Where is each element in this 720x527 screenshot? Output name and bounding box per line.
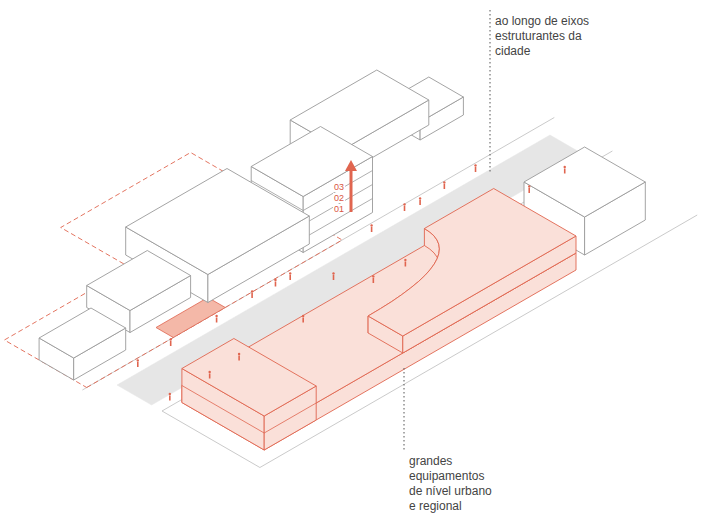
facility-floor-line	[182, 386, 316, 434]
pedestrian	[251, 293, 253, 298]
pedestrian	[405, 262, 407, 267]
pedestrian-head	[403, 203, 405, 205]
pedestrian	[419, 200, 421, 205]
pedestrian	[333, 275, 335, 280]
pedestrian	[216, 318, 218, 323]
pedestrian-head	[169, 338, 171, 340]
building-roof	[87, 251, 191, 311]
leader-line	[404, 368, 405, 450]
building-roof	[39, 308, 126, 358]
pedestrian-head	[169, 393, 171, 395]
pedestrian	[444, 184, 446, 189]
pedestrian-head	[443, 181, 445, 183]
floor-number: 03	[333, 182, 345, 192]
arrow-head	[345, 160, 357, 171]
leader-line	[490, 10, 491, 172]
pedestrian	[209, 374, 211, 379]
pedestrian	[169, 396, 171, 401]
pedestrian-head	[332, 272, 334, 274]
pedestrian	[289, 275, 291, 280]
pedestrian-head	[238, 353, 240, 355]
pedestrian-head	[528, 185, 530, 187]
pedestrian	[275, 282, 277, 287]
pedestrian	[302, 318, 304, 323]
pedestrian-head	[372, 275, 374, 277]
pedestrian-head	[419, 197, 421, 199]
callout-note: grandes equipamentos de nível urbano e r…	[409, 454, 501, 514]
pedestrian-head	[564, 166, 566, 168]
callout-note: ao longo de eixos estruturantes da cidad…	[495, 14, 595, 59]
pedestrian-head	[137, 359, 139, 361]
facility-roof	[368, 189, 576, 337]
building-roof	[251, 127, 372, 197]
pedestrian	[137, 362, 139, 367]
pedestrian	[404, 206, 406, 211]
building-roof	[524, 147, 645, 217]
pedestrian	[373, 278, 375, 283]
pedestrian-head	[251, 290, 253, 292]
pedestrian-head	[274, 279, 276, 281]
pedestrian-head	[370, 224, 372, 226]
pedestrian	[475, 167, 477, 172]
floor-number: 01	[333, 204, 345, 214]
pedestrian-head	[404, 259, 406, 261]
pedestrian	[371, 227, 373, 232]
pedestrian-head	[289, 272, 291, 274]
growth-arrow	[350, 170, 353, 212]
pedestrian	[238, 356, 240, 361]
pedestrian	[170, 341, 172, 346]
pedestrian	[528, 188, 530, 193]
pedestrian-head	[215, 315, 217, 317]
pedestrian-head	[302, 315, 304, 317]
floor-number: 02	[333, 193, 345, 203]
pedestrian-head	[208, 371, 210, 373]
pedestrian	[564, 169, 566, 174]
facility-roof	[182, 339, 316, 417]
pedestrian-head	[474, 164, 476, 166]
